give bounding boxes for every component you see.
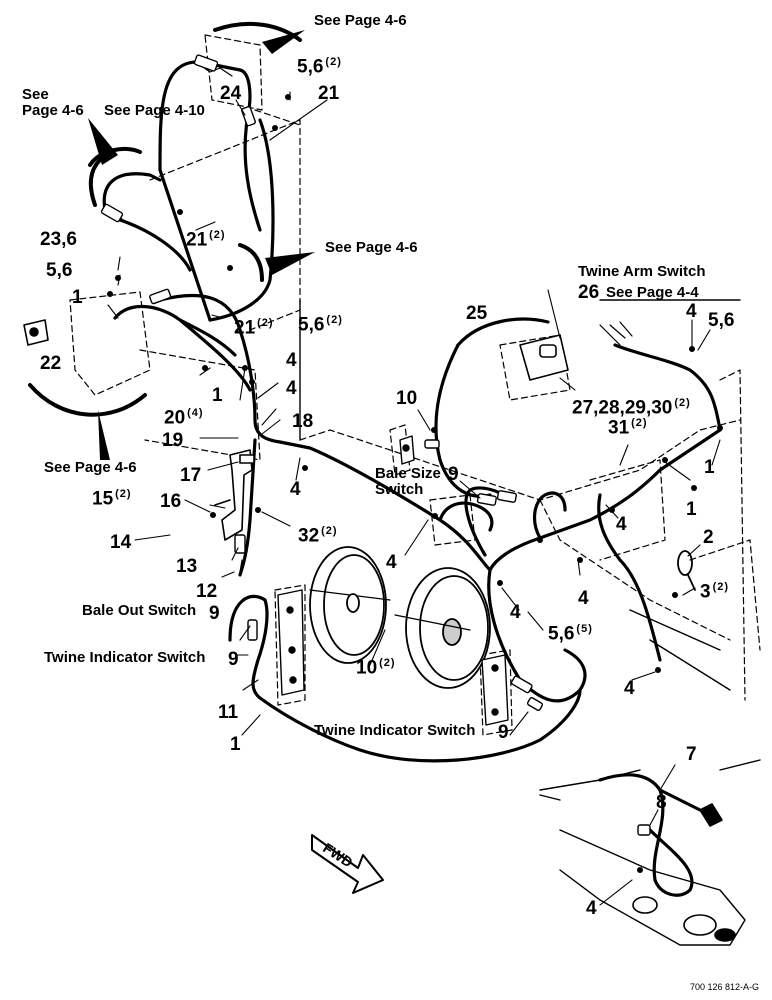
twine-indicator-bracket-right [481,654,509,726]
callout-22: 22 [40,353,62,374]
label-bale-size-switch-line2: Switch [375,481,424,498]
callout-20: 20(4) [164,407,204,429]
callout-4-j: 4 [586,898,597,919]
callout-9-twine-left: 9 [228,649,239,670]
callout-23-6: 23,6 [40,229,77,250]
callout-5-6-right: 5,6 [708,310,735,331]
callout-31: 31(2) [608,417,648,439]
callout-4-e: 4 [386,552,397,573]
bale-size-switch-bracket [399,435,415,465]
callout-10-lower: 10(2) [356,657,396,679]
callout-12: 12 [196,581,218,602]
callout-18: 18 [292,411,314,432]
bale-out-switch-bracket [214,449,255,541]
callout-27-30: 27,28,29,30(2) [572,397,691,419]
leader-lines [107,91,721,906]
callout-32: 32(2) [298,525,338,547]
callout-4-g: 4 [510,602,521,623]
callout-4-f: 4 [616,514,627,535]
see-page-ref-bottom: See Page 4-6 [44,459,137,476]
callout-1-right: 1 [704,457,715,478]
callout-16: 16 [160,491,182,512]
callout-11: 11 [218,702,239,723]
callout-3: 3(2) [700,581,730,603]
callout-21-lower: 21(2) [234,317,274,339]
drawing-number: 700 126 812-A-G [690,982,760,992]
label-bale-size-switch-line1: Bale Size [375,465,441,482]
connectors [100,54,651,836]
callout-5-6-mid: 5,6(2) [298,314,343,336]
label-twine-indicator-switch-left: Twine Indicator Switch [44,649,206,666]
callout-1-bottom: 1 [230,734,241,755]
frame-outline [69,34,761,736]
callout-25: 25 [466,303,488,324]
callout-4-a: 4 [286,350,297,371]
see-page-ref-4-10: See Page 4-10 [104,102,205,119]
callout-1-right-lower: 1 [686,499,697,520]
twine-disc-right [394,567,491,689]
callout-4-h: 4 [578,588,589,609]
callout-2: 2 [703,527,714,548]
callout-9-twine-right: 9 [498,722,509,743]
callout-5-6-left: 5,6 [46,260,73,281]
twine-arm-switch-body [519,334,569,381]
callout-21-top: 21 [318,83,340,104]
callout-21-mid: 21(2) [186,229,226,251]
reference-arrows [88,30,315,460]
callout-9-bale-out: 9 [209,603,220,624]
callout-14: 14 [110,532,132,553]
part-7-connector [632,803,736,942]
callout-24: 24 [220,83,242,104]
see-page-ref-mid: See Page 4-6 [325,239,418,256]
callout-1-left: 1 [72,287,83,308]
label-bale-out-switch: Bale Out Switch [82,602,197,619]
callout-7: 7 [686,744,697,765]
see-page-ref-left-line1: See [22,86,49,103]
part-22 [23,319,49,346]
callout-17: 17 [180,465,202,486]
harness-cables [102,60,722,897]
part-2-ring-terminal [677,550,696,591]
label-twine-arm-switch: Twine Arm Switch [578,263,706,280]
fwd-arrow-shape [311,834,384,894]
callout-5-6-lower: 5,6(5) [548,623,593,645]
callout-5-6-top: 5,6(2) [297,56,342,78]
callout-19: 19 [162,430,184,451]
callout-10-top: 10 [396,388,418,409]
label-twine-indicator-switch-right: Twine Indicator Switch [314,722,476,739]
callout-4-d: 4 [686,301,697,322]
callout-4-b: 4 [286,378,297,399]
callout-4-i: 4 [624,678,635,699]
callout-13: 13 [176,556,198,577]
callout-9-bale-size: 9 [448,464,459,485]
see-page-ref-top: See Page 4-6 [314,12,407,29]
callout-1-mid: 1 [212,385,223,406]
reference-arcs [28,22,302,417]
see-page-ref-4-4: See Page 4-4 [606,284,699,301]
callout-15: 15(2) [92,488,132,510]
callout-4-c: 4 [290,479,301,500]
twine-indicator-bracket-left [277,589,305,696]
callout-26: 26 [578,282,600,303]
see-page-ref-left-line2: Page 4-6 [22,102,84,119]
twine-disc-left [309,546,391,664]
callout-8: 8 [656,792,667,813]
